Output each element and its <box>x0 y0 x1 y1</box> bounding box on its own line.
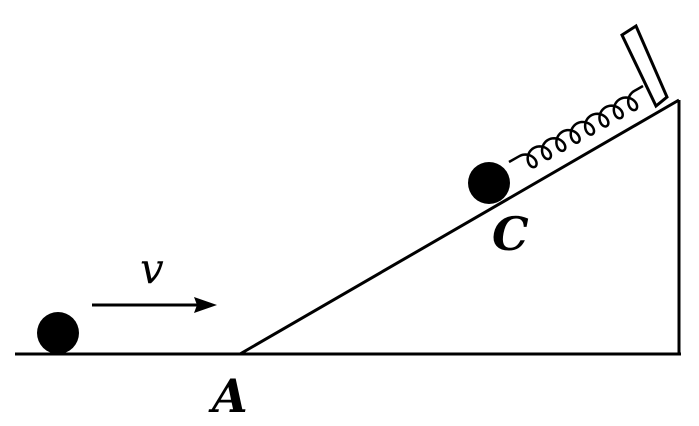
ball-on-ground <box>37 312 79 354</box>
velocity-label: v <box>140 244 164 293</box>
ball-at-c <box>468 162 510 204</box>
wall-plate <box>620 23 669 109</box>
velocity-arrow <box>92 297 217 313</box>
point-a-label: A <box>208 369 248 423</box>
point-c-label: C <box>492 207 529 261</box>
spring <box>508 84 644 169</box>
incline-slope <box>239 98 680 356</box>
